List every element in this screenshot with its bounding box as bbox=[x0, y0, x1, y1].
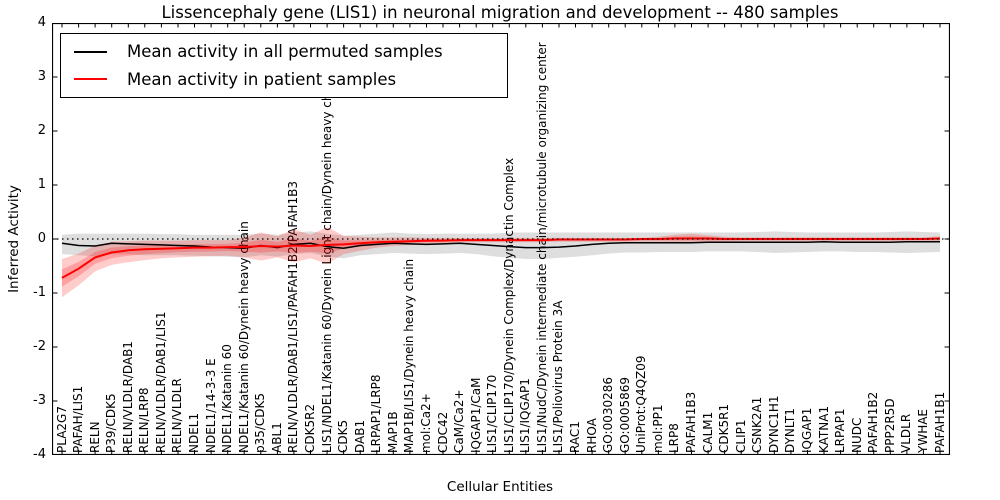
red-line-swatch-icon bbox=[74, 78, 107, 81]
y-axis-tick-labels: 4 3 2 1 0 -1 -2 -3 -4 bbox=[0, 0, 48, 500]
y-tick-label: 1 bbox=[37, 177, 46, 192]
patient-mean-line bbox=[61, 237, 941, 279]
y-tick-label: -3 bbox=[33, 393, 46, 408]
legend-label-patient: Mean activity in patient samples bbox=[127, 69, 397, 89]
legend-item-permuted: Mean activity in all permuted samples bbox=[61, 42, 507, 61]
x-axis-label: Cellular Entities bbox=[446, 479, 554, 495]
legend-label-permuted: Mean activity in all permuted samples bbox=[127, 42, 443, 62]
legend-item-patient: Mean activity in patient samples bbox=[61, 70, 507, 89]
confidence-band-inner-red bbox=[62, 236, 940, 287]
y-tick-label: -2 bbox=[33, 339, 46, 354]
y-tick-label: 0 bbox=[37, 231, 46, 246]
y-tick-label: 2 bbox=[37, 123, 46, 138]
y-tick-label: -1 bbox=[33, 285, 46, 300]
confidence-band-1 bbox=[62, 227, 940, 298]
y-tick-label: 3 bbox=[37, 69, 46, 84]
y-tick-label: 4 bbox=[37, 15, 46, 30]
chart-canvas bbox=[52, 23, 950, 455]
black-line-swatch-icon bbox=[74, 50, 107, 53]
legend: Mean activity in all permuted samples Me… bbox=[60, 33, 508, 98]
chart-title: Lissencephaly gene (LIS1) in neuronal mi… bbox=[161, 3, 839, 22]
y-tick-label: -4 bbox=[33, 447, 46, 462]
y-axis-label: Inferred Activity bbox=[6, 185, 22, 293]
